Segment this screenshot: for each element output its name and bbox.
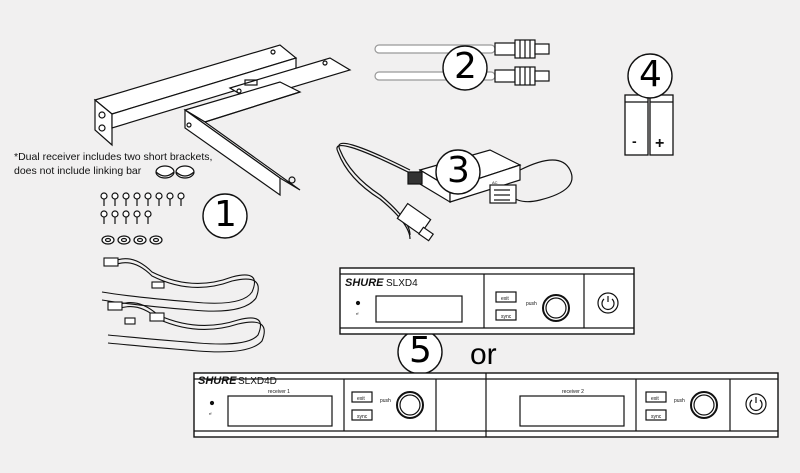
dual-receiver2-label: receiver 2 — [562, 389, 584, 395]
dual-brand: SHURE — [198, 375, 237, 387]
rack-screws — [100, 192, 185, 245]
coax-cables — [101, 257, 265, 353]
dual-push-label-2: push — [674, 398, 685, 404]
single-brand: SHURE — [345, 277, 384, 289]
battery-minus: - — [632, 133, 637, 149]
callout-5: 5 — [409, 330, 432, 371]
dual-exit-label-1: exit — [357, 396, 365, 402]
single-rf-label: rf — [356, 311, 359, 316]
note-line-1: *Dual receiver includes two short bracke… — [14, 151, 213, 163]
dual-exit-label-2: exit — [651, 396, 659, 402]
dual-receiver1-label: receiver 1 — [268, 389, 290, 395]
callout-2: 2 — [454, 46, 477, 87]
single-receiver-panel — [339, 267, 635, 335]
dual-sync-label-1: sync — [357, 414, 368, 420]
dual-push-label-1: push — [380, 398, 391, 404]
callout-3: 3 — [447, 150, 470, 191]
dual-model: SLXD4D — [238, 376, 277, 387]
hardware-labels: SHURE SLXD4 exit sync push rf SHURE SLXD… — [198, 133, 685, 420]
batteries — [624, 94, 674, 156]
adapter-ac-label: AC — [492, 180, 498, 185]
callout-circles — [202, 45, 673, 375]
single-model: SLXD4 — [386, 278, 418, 289]
callout-4: 4 — [639, 54, 662, 95]
dual-receiver-note: *Dual receiver includes two short bracke… — [14, 150, 212, 178]
rubber-feet — [155, 165, 195, 179]
dual-sync-label-2: sync — [651, 414, 662, 420]
single-exit-label: exit — [501, 296, 509, 302]
dual-receiver-panel — [193, 372, 779, 438]
dual-rf-label: rf — [209, 411, 212, 416]
single-sync-label: sync — [501, 314, 512, 320]
note-line-2: does not include linking bar — [14, 165, 142, 177]
single-push-label: push — [526, 301, 537, 307]
rack-brackets — [93, 44, 352, 197]
antenna-connectors — [494, 39, 550, 86]
battery-plus: + — [655, 135, 664, 152]
callout-1: 1 — [214, 194, 237, 235]
or-label: or — [470, 338, 497, 371]
